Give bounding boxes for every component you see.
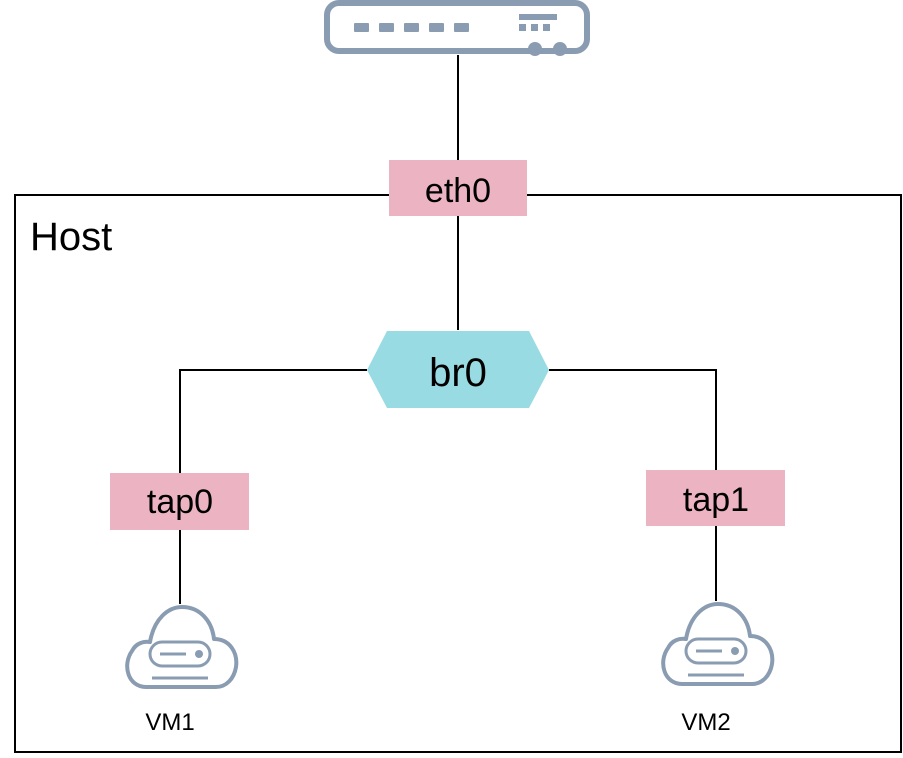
- eth0-label: eth0: [425, 172, 491, 210]
- router-icon: [324, 0, 590, 56]
- line-br0-tap1: [549, 369, 717, 470]
- tap1-label: tap1: [683, 481, 749, 519]
- host-label: Host: [30, 215, 112, 259]
- vm1-label: VM1: [145, 709, 194, 736]
- vm2-label: VM2: [681, 709, 730, 736]
- eth0-interface: eth0: [389, 160, 527, 216]
- vm2-cloud-server-icon: [661, 602, 775, 686]
- tap0-interface: tap0: [110, 473, 249, 530]
- br0-label: br0: [429, 351, 487, 395]
- tap0-label: tap0: [147, 483, 213, 521]
- br0-bridge: br0: [367, 331, 549, 408]
- vm1-cloud-server-icon: [125, 605, 239, 689]
- line-br0-tap0: [179, 369, 367, 473]
- tap1-interface: tap1: [646, 470, 785, 526]
- connection-lines: [179, 55, 717, 604]
